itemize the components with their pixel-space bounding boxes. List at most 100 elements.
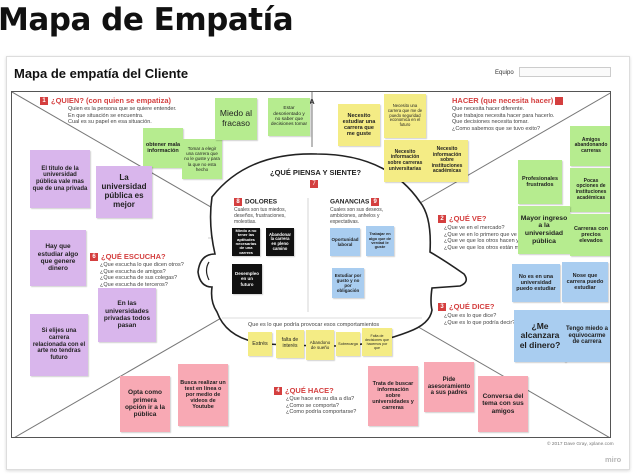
escucha-desc-line: ¿Que escucha de sus colegas? <box>100 275 178 282</box>
sticky-note[interactable]: Trata de buscar información sobre univer… <box>368 366 418 426</box>
sticky-note[interactable]: obtener mala información <box>143 128 183 168</box>
map-frame: 1¿QUIEN? (con quien se empatiza) Quien e… <box>11 91 611 438</box>
dolores-desc-line: molestias. <box>234 218 257 225</box>
hacer-desc-line: ¿Como sabemos que se tuvo exito? <box>452 125 541 132</box>
team-input[interactable] <box>519 67 611 77</box>
sticky-note[interactable]: falta de interés <box>276 330 304 358</box>
sticky-note[interactable]: Opta como primera opción ir a la pública <box>120 376 170 432</box>
sticky-note[interactable]: Profesionales frustrados <box>518 160 562 204</box>
sticky-note[interactable]: Necesito estudiar una carrera que me gus… <box>338 104 380 146</box>
section-hace-desc: ¿Que hace en su día a día? ¿Como se comp… <box>286 396 356 416</box>
sticky-note[interactable]: Tengo miedo a equivocarme de carrera <box>564 310 610 362</box>
section-dolores-desc: Cuales son tus miedos, deseños, frustrac… <box>234 207 286 225</box>
section-ganancias-number: 9 <box>371 198 380 206</box>
sticky-note[interactable]: El titulo de la universidad pública vale… <box>30 150 90 208</box>
section-hace-label: ¿QUÉ HACE? <box>285 386 334 395</box>
team-label: Equipo <box>495 70 514 76</box>
sticky-note[interactable]: Nose que carrera puedo estudiar <box>562 262 608 302</box>
sticky-note[interactable]: ¿Me alcanzara el dinero? <box>514 310 566 362</box>
sticky-note[interactable]: Si elijes una carrera relacionada con el… <box>30 314 88 376</box>
section-comportamientos-desc: Que es lo que podría provocar esos compo… <box>248 322 380 328</box>
sticky-note[interactable]: Necesito una carrera que me de puedo seg… <box>384 94 426 138</box>
sticky-note[interactable]: La universidad pública es mejor <box>96 166 152 218</box>
sticky-note[interactable]: Abandonar la carrera en pleno camino <box>266 228 294 256</box>
section-quien-title: 1¿QUIEN? (con quien se empatiza) <box>40 96 172 106</box>
sticky-note[interactable]: Falta de decisiones que hacemos por que <box>362 328 392 356</box>
ve-desc-line: ¿Que ve en lo primero que ve en el entor… <box>444 231 554 238</box>
sticky-note[interactable]: Busca realizar un test en línea o por me… <box>178 364 228 426</box>
section-escucha-number: 6 <box>90 253 98 262</box>
sticky-note[interactable]: Tomar a elegir una carrera que no le gus… <box>182 139 222 179</box>
section-piensa-title: ¿QUÉ PIENSA Y SIENTE? <box>270 168 361 177</box>
sticky-note[interactable]: Estar desorientado y no saber que decisi… <box>268 98 310 136</box>
escucha-desc-line: ¿Que escucha lo que dicen otros? <box>100 262 184 268</box>
dolores-desc-line: Cuales son tus miedos, <box>234 207 286 213</box>
sticky-note[interactable]: Miedo al fracaso <box>215 98 257 140</box>
empathy-map-board[interactable]: Mapa de empatía del Cliente Equipo 1¿QUI… <box>6 56 630 470</box>
copyright-text: © 2017 Dave Gray, xplane.com <box>547 442 614 447</box>
sticky-note[interactable]: Oportunidad laboral <box>330 228 360 256</box>
sticky-note[interactable]: Carreras con precios elevados <box>570 214 610 256</box>
miro-logo: miro <box>605 455 622 464</box>
section-escucha-label: ¿QUÉ ESCUCHA? <box>101 252 166 261</box>
escucha-desc-line: ¿Que escucha de amigos? <box>100 268 166 275</box>
section-dice-desc: ¿Que es lo que dice? ¿Que es lo que podr… <box>444 313 515 326</box>
sticky-note[interactable]: Pocas opciones de instituciones académic… <box>570 168 610 212</box>
hace-desc-line: ¿Que hace en su día a día? <box>286 396 355 402</box>
sticky-note[interactable]: Amigos abandonando carreras <box>570 126 610 166</box>
page-title: Mapa de Empatía <box>0 2 294 38</box>
dolores-desc-line: deseños, frustraciones, <box>234 212 286 219</box>
section-hacer-number <box>555 97 564 106</box>
ve-desc-line: ¿Que ve que los otros están mirando? <box>444 244 538 251</box>
section-dice-label: ¿QUÉ DICE? <box>449 302 495 311</box>
sticky-note[interactable]: Estudiar por gusto y no por obligación <box>332 268 364 298</box>
hace-desc-line: ¿Como podría comportarse? <box>286 409 357 416</box>
quien-desc-line: Quien es la persona que se quiere entend… <box>68 106 177 112</box>
section-quien-number: 1 <box>40 97 48 106</box>
ve-desc-line: ¿Que ve en el mercado? <box>444 225 505 231</box>
section-ve-number: 2 <box>438 215 446 224</box>
section-hacer-title: HACER (que necesita hacer) <box>452 96 566 106</box>
ganancias-desc-line: expectativas. <box>330 218 360 225</box>
sticky-note[interactable]: Estrés <box>248 332 272 356</box>
escucha-desc-line: ¿Que escucha de terceros? <box>100 281 168 288</box>
ganancias-desc-line: ambiciones, anhelos y <box>330 212 380 219</box>
section-ganancias-label: GANANCIAS <box>330 198 370 206</box>
section-hacer-desc: Que necesita hacer diferente. Que trabaj… <box>452 106 554 132</box>
section-dolores-number: 8 <box>234 198 242 206</box>
section-escucha-desc: ¿Que escucha lo que dicen otros? ¿Que es… <box>100 262 184 288</box>
hacer-desc-line: Que decisiones necesita tomar. <box>452 119 529 126</box>
dice-desc-line: ¿Que es lo que dice? <box>444 313 497 319</box>
dice-desc-line: ¿Que es lo que podría decir? <box>444 319 516 326</box>
section-escucha-title: 6¿QUÉ ESCUCHA? <box>90 252 166 262</box>
section-hace-title: 4¿QUÉ HACE? <box>274 386 334 396</box>
sticky-note[interactable]: Miedo a no tener las aptitudes necesaria… <box>232 228 260 256</box>
section-dice-number: 3 <box>438 303 446 312</box>
section-quien-label: ¿QUIEN? (con quien se empatiza) <box>51 96 172 105</box>
sticky-note[interactable]: Conversa del tema con sus amigos <box>478 376 528 432</box>
sticky-note[interactable]: Abandono de sueño <box>306 330 334 360</box>
hace-desc-line: ¿Como se comporta? <box>286 402 339 409</box>
section-ve-label: ¿QUÉ VE? <box>449 214 487 223</box>
hacer-desc-line: Que necesita hacer diferente. <box>452 106 525 112</box>
sticky-note[interactable]: Pide asesoramiento a sus padres <box>424 362 474 412</box>
sticky-note[interactable]: Necesito información sobre instituciones… <box>426 140 468 182</box>
quien-desc-line: Cual es su papel en esa situación. <box>68 119 152 126</box>
sticky-note[interactable]: Desempleo en un futuro <box>232 264 262 294</box>
sticky-note[interactable]: Hay que estudiar algo que genere dinero <box>30 230 86 286</box>
section-piensa-label: ¿QUÉ PIENSA Y SIENTE? <box>270 168 362 177</box>
sticky-note[interactable]: Trabajar en algo que de verdad le guste <box>366 226 394 256</box>
sticky-note[interactable]: Mayor ingreso a la universidad pública <box>518 206 570 254</box>
section-ve-desc: ¿Que ve en el mercado? ¿Que ve en lo pri… <box>444 225 553 251</box>
ganancias-desc-line: Cuales son sus deseos, <box>330 207 384 213</box>
sticky-note[interactable]: Sobrecarga <box>336 332 360 356</box>
sticky-note[interactable]: No es en una universidad puedo estudiar <box>512 264 560 302</box>
section-dolores-label: DOLORES <box>245 198 278 206</box>
section-quien-desc: Quien es la persona que se quiere entend… <box>68 106 177 126</box>
section-ganancias-title: GANANCIAS 9 <box>330 198 382 206</box>
section-hacer-label: HACER (que necesita hacer) <box>452 96 554 105</box>
sticky-note[interactable]: Necesito información sobre carreras univ… <box>384 140 426 182</box>
sticky-note[interactable]: En las universidades privadas todos pasa… <box>98 288 156 342</box>
ve-desc-line: ¿Que ve que los otros hacen y dicen? <box>444 238 537 245</box>
